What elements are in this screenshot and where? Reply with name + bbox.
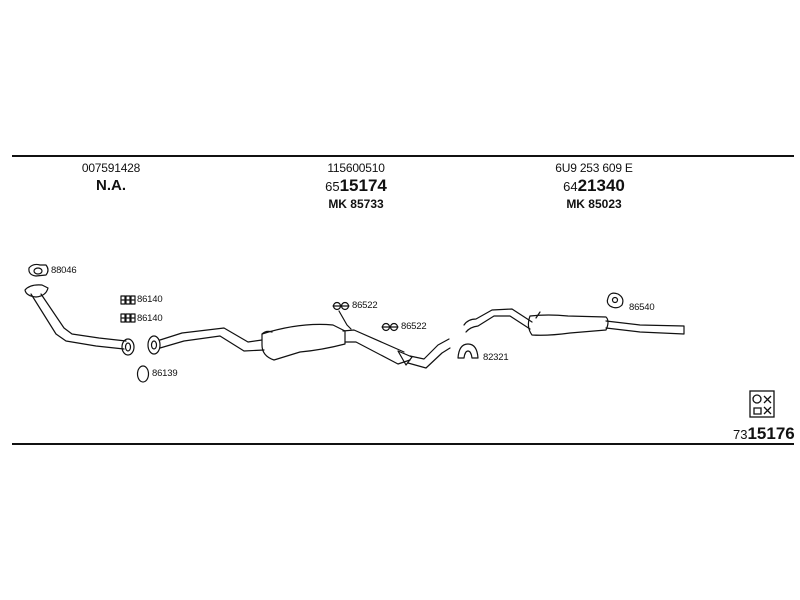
reference-main: 15174 xyxy=(339,176,387,195)
part-label: 86522 xyxy=(352,300,378,311)
gasket-icon xyxy=(28,263,49,277)
part-number: 6U9 253 609 E xyxy=(555,161,633,175)
top-divider xyxy=(12,155,794,157)
catalog-prefix: 73 xyxy=(733,427,748,442)
part-label: 86140 xyxy=(137,313,163,324)
part-label: 86540 xyxy=(629,302,655,313)
bolt-icon xyxy=(120,295,136,305)
rear-silencer xyxy=(463,308,685,336)
reference-main: 21340 xyxy=(577,176,625,195)
clamp-icon xyxy=(332,301,350,311)
reference-prefix: 64 xyxy=(563,179,578,194)
column-middle-silencer: 115600510 6515174 MK 85733 xyxy=(256,161,456,211)
catalog-main: 15176 xyxy=(747,424,795,443)
flange-ring xyxy=(147,335,161,355)
mk-number: MK 85023 xyxy=(566,197,622,211)
part-label: 86522 xyxy=(401,321,427,332)
mk-number: MK 85733 xyxy=(328,197,384,211)
part-label: 86139 xyxy=(152,368,178,379)
reference-number: 6421340 xyxy=(494,176,694,196)
ring-icon xyxy=(136,365,150,383)
mounting-rubber-icon xyxy=(606,292,624,309)
part-label: 82321 xyxy=(483,352,509,363)
column-rear-silencer: 6U9 253 609 E 6421340 MK 85023 xyxy=(494,161,694,211)
availability-status: N.A. xyxy=(96,177,126,194)
clamp-icon xyxy=(381,322,399,332)
part-label: 86140 xyxy=(137,294,163,305)
part-number: 007591428 xyxy=(81,161,141,175)
front-pipe xyxy=(24,284,135,356)
part-number: 115600510 xyxy=(327,161,385,175)
reference-prefix: 65 xyxy=(325,179,340,194)
bottom-divider xyxy=(12,443,794,445)
column-front-pipe: 007591428 N.A. xyxy=(11,161,211,194)
hanger-icon xyxy=(457,343,479,359)
part-label: 88046 xyxy=(51,265,77,276)
catalog-number: 7315176 xyxy=(733,424,795,444)
middle-silencer xyxy=(159,310,451,369)
reference-number: 6515174 xyxy=(256,176,456,196)
bolt-icon xyxy=(120,313,136,323)
catalog-symbol-icon xyxy=(749,390,775,418)
